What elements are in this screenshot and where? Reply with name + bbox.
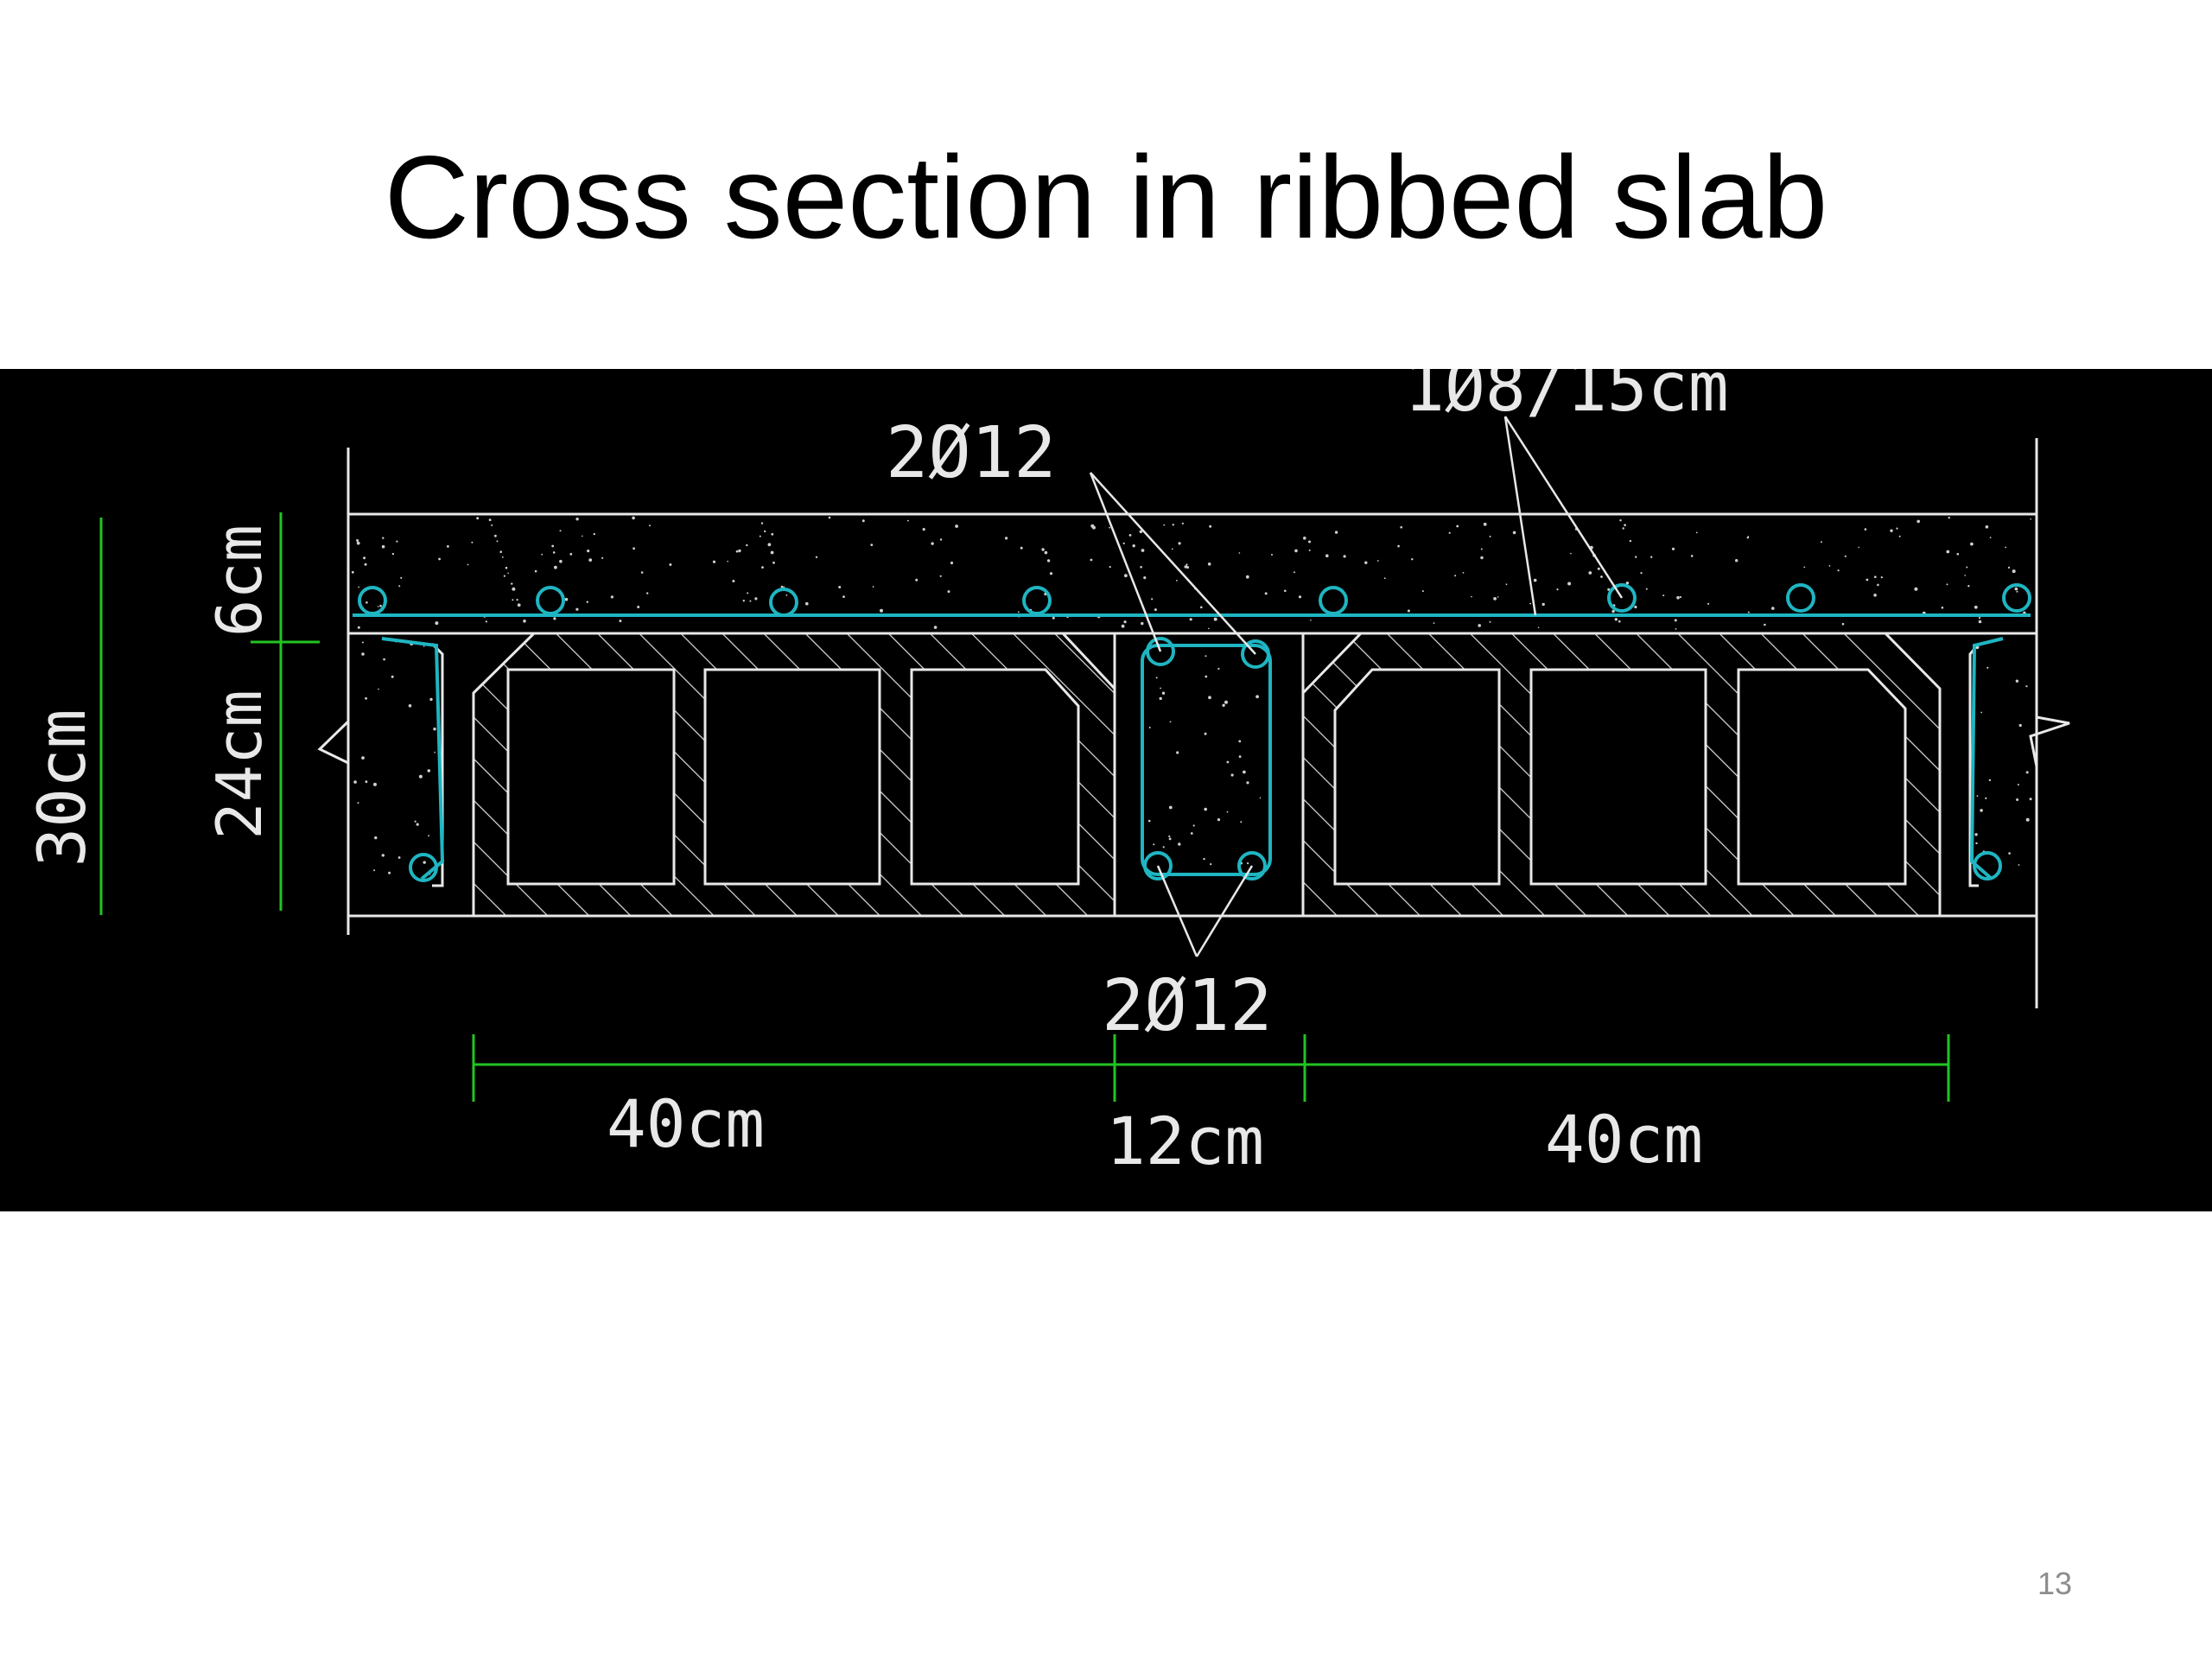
- hollow-block-group-left: [472, 632, 1116, 918]
- rib-stirrup: [1141, 644, 1272, 876]
- block-void: [910, 668, 1080, 886]
- block-width-right-label: 40cm: [1545, 1101, 1703, 1178]
- topping-depth-label: 6cm: [203, 524, 276, 637]
- block-width-left-label: 40cm: [607, 1085, 765, 1162]
- concrete-speckle: [351, 516, 2032, 875]
- block-void: [506, 668, 676, 886]
- mesh-bar-dot: [769, 588, 798, 617]
- rib-width-label: 12cm: [1106, 1103, 1264, 1179]
- rib-top-bar: [1241, 639, 1270, 669]
- block-void: [703, 668, 881, 886]
- slide-title: Cross section in ribbed slab: [384, 131, 1828, 263]
- rib-bottom-bar: [1143, 851, 1173, 880]
- dimension-lines: [99, 512, 1950, 1102]
- page-number: 13: [2037, 1566, 2073, 1601]
- total-depth-label: 30cm: [23, 709, 100, 867]
- mesh-bar-dot: [1607, 583, 1637, 613]
- mesh-bar-dot: [1022, 586, 1052, 615]
- rib-bottom-bar: [1237, 851, 1267, 880]
- mesh-bar-dot: [536, 586, 565, 615]
- block-void: [1529, 668, 1707, 886]
- edge-bottom-bar-right: [1973, 851, 2002, 880]
- hollow-block-group-right: [1301, 632, 1942, 918]
- edge-bottom-bar-left: [409, 853, 438, 882]
- mesh-bar-dot: [358, 586, 387, 615]
- leader-lines: [1089, 416, 1624, 957]
- block-void: [1333, 668, 1501, 886]
- rib-top-bar: [1146, 637, 1175, 666]
- left-break-symbol: [317, 720, 350, 792]
- mesh-bars-label: 1Ø8/15cm: [1404, 369, 1729, 427]
- edge-stirrup-right: [1969, 637, 2004, 880]
- mesh-bar-dot: [1786, 583, 1815, 613]
- top-bars-label: 2Ø12: [886, 412, 1056, 494]
- rib-depth-label: 24cm: [203, 690, 276, 839]
- edge-stirrup-left: [381, 637, 445, 880]
- block-void: [1737, 668, 1907, 886]
- cross-section-svg: 2Ø12 1Ø8/15cm 2Ø12 40cm 12cm 40cm 30cm 6…: [23, 369, 2070, 1179]
- bottom-bars-label: 2Ø12: [1102, 965, 1272, 1047]
- mesh-bar-dot: [2002, 583, 2031, 613]
- reinforcement: [353, 583, 2031, 882]
- right-break-symbol: [2029, 715, 2070, 767]
- mesh-bar-dot: [1319, 586, 1348, 615]
- cad-cross-section-drawing: 2Ø12 1Ø8/15cm 2Ø12 40cm 12cm 40cm 30cm 6…: [0, 369, 2212, 1211]
